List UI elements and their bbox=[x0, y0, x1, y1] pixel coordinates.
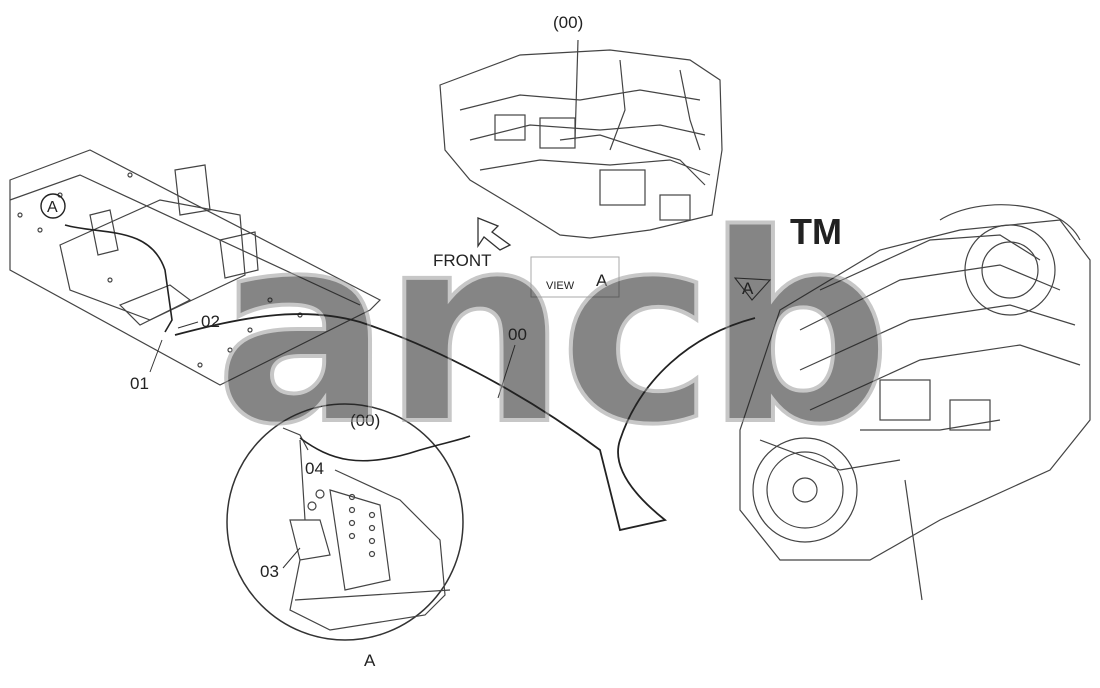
part-02-leader bbox=[177, 321, 199, 329]
view-label: VIEW bbox=[546, 280, 575, 292]
part-01-leader bbox=[149, 339, 163, 373]
watermark-text: ancb bbox=[215, 180, 884, 482]
front-label: FRONT bbox=[433, 251, 492, 270]
detail-circle-a bbox=[226, 403, 471, 641]
part-03-label: 03 bbox=[260, 562, 279, 581]
top-ref-label: (00) bbox=[553, 13, 583, 32]
engine-view-marker bbox=[733, 277, 772, 301]
part-04-label: 04 bbox=[305, 459, 324, 478]
detail-ref-label: (00) bbox=[350, 411, 380, 430]
detail-cable bbox=[299, 435, 471, 462]
view-a-box: VIEW A bbox=[530, 256, 620, 298]
seat-floor-assembly bbox=[9, 149, 382, 386]
part-02-label: 02 bbox=[201, 312, 220, 331]
part-00-label: 00 bbox=[508, 325, 527, 344]
watermark: ancb bbox=[213, 178, 894, 484]
engine-assembly bbox=[739, 204, 1091, 601]
part-01-label: 01 bbox=[130, 374, 149, 393]
detail-letter: A bbox=[364, 651, 376, 670]
top-engine-detail bbox=[439, 39, 723, 239]
trademark-symbol: TM bbox=[790, 211, 842, 252]
part-03-leader bbox=[282, 547, 301, 569]
main-cable bbox=[174, 313, 756, 532]
view-letter: A bbox=[596, 271, 608, 290]
seat-harness bbox=[64, 224, 173, 333]
seat-view-marker bbox=[40, 193, 66, 219]
front-arrow bbox=[477, 217, 512, 251]
engine-view-letter: A bbox=[742, 279, 754, 298]
seat-view-letter: A bbox=[47, 199, 58, 216]
part-00-leader bbox=[497, 344, 516, 399]
